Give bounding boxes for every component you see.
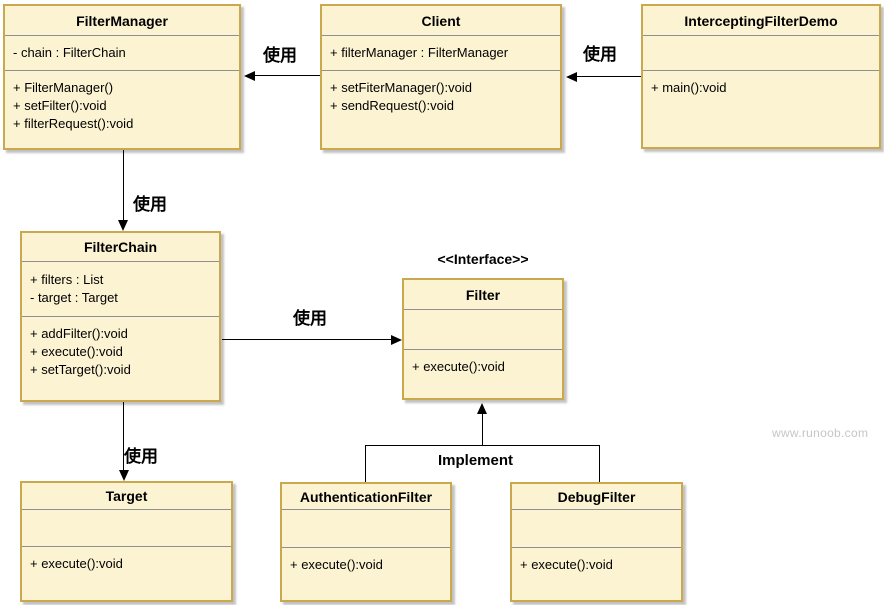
- class-title: Client: [322, 6, 560, 36]
- class-authentication-filter: AuthenticationFilter + execute():void: [280, 482, 452, 602]
- edge-demo-to-client: [575, 76, 641, 77]
- class-title: DebugFilter: [512, 484, 681, 510]
- class-attributes: [22, 510, 231, 547]
- attribute-line: - chain : FilterChain: [13, 45, 126, 60]
- class-target: Target + execute():void: [20, 481, 233, 602]
- class-title: Target: [22, 483, 231, 510]
- class-methods: + main():void: [643, 71, 879, 97]
- class-methods: + FilterManager() + setFilter():void + f…: [5, 71, 239, 133]
- class-methods: + addFilter():void + execute():void + se…: [22, 317, 219, 379]
- class-methods: + execute():void: [22, 547, 231, 573]
- arrowhead-icon: [391, 335, 402, 345]
- class-attributes: [512, 510, 681, 548]
- class-filter-chain: FilterChain + filters : List - target : …: [20, 231, 221, 402]
- class-methods: + execute():void: [404, 350, 562, 376]
- method-line: + main():void: [651, 80, 727, 95]
- class-attributes: - chain : FilterChain: [5, 36, 239, 71]
- class-title: Filter: [404, 280, 562, 310]
- method-line: + sendRequest():void: [330, 98, 454, 113]
- edge-label-use: 使用: [263, 46, 297, 65]
- edge-implement-right-stub: [599, 445, 600, 482]
- attribute-line: - target : Target: [30, 290, 118, 305]
- edge-filterchain-to-filter: [222, 339, 392, 340]
- attribute-line: + filterManager : FilterManager: [330, 45, 509, 60]
- class-title: FilterChain: [22, 233, 219, 262]
- class-title: FilterManager: [5, 6, 239, 36]
- class-intercepting-filter-demo: InterceptingFilterDemo + main():void: [641, 4, 881, 149]
- class-methods: + setFiterManager():void + sendRequest()…: [322, 71, 560, 115]
- class-filter-interface: Filter + execute():void: [402, 278, 564, 400]
- method-line: + execute():void: [30, 344, 123, 359]
- edge-label-use: 使用: [293, 309, 327, 328]
- method-line: + FilterManager(): [13, 80, 114, 95]
- class-attributes: + filters : List - target : Target: [22, 262, 219, 317]
- class-debug-filter: DebugFilter + execute():void: [510, 482, 683, 602]
- edge-implement-left-stub: [365, 445, 366, 482]
- attribute-line: + filters : List: [30, 272, 104, 287]
- arrowhead-icon: [566, 72, 577, 82]
- class-attributes: + filterManager : FilterManager: [322, 36, 560, 71]
- edge-filterchain-to-target: [123, 402, 124, 471]
- arrowhead-icon: [119, 470, 129, 481]
- arrowhead-icon: [118, 220, 128, 231]
- method-line: + setFilter():void: [13, 98, 107, 113]
- class-methods: + execute():void: [512, 548, 681, 574]
- edge-label-use: 使用: [133, 195, 167, 214]
- edge-label-use: 使用: [124, 447, 158, 466]
- class-attributes: [404, 310, 562, 350]
- class-client: Client + filterManager : FilterManager +…: [320, 4, 562, 150]
- class-attributes: [643, 36, 879, 71]
- arrowhead-icon: [477, 403, 487, 414]
- class-methods: + execute():void: [282, 548, 450, 574]
- method-line: + setTarget():void: [30, 362, 131, 377]
- method-line: + addFilter():void: [30, 326, 128, 341]
- edge-label-implement: Implement: [438, 452, 514, 469]
- method-line: + execute():void: [520, 557, 613, 572]
- class-attributes: [282, 510, 450, 548]
- arrowhead-icon: [244, 71, 255, 81]
- method-line: + execute():void: [412, 359, 505, 374]
- edge-label-use: 使用: [583, 45, 617, 64]
- edge-implement-vertical: [482, 413, 483, 445]
- method-line: + filterRequest():void: [13, 116, 134, 131]
- method-line: + execute():void: [30, 556, 123, 571]
- watermark-text: www.runoob.com: [772, 426, 869, 440]
- class-title: AuthenticationFilter: [282, 484, 450, 510]
- edge-implement-horizontal: [365, 445, 600, 446]
- edge-filtermanager-to-filterchain: [123, 150, 124, 221]
- interface-stereotype-label: <<Interface>>: [437, 251, 529, 267]
- method-line: + setFiterManager():void: [330, 80, 472, 95]
- class-filter-manager: FilterManager - chain : FilterChain + Fi…: [3, 4, 241, 150]
- method-line: + execute():void: [290, 557, 383, 572]
- class-title: InterceptingFilterDemo: [643, 6, 879, 36]
- edge-client-to-filtermanager: [253, 75, 320, 76]
